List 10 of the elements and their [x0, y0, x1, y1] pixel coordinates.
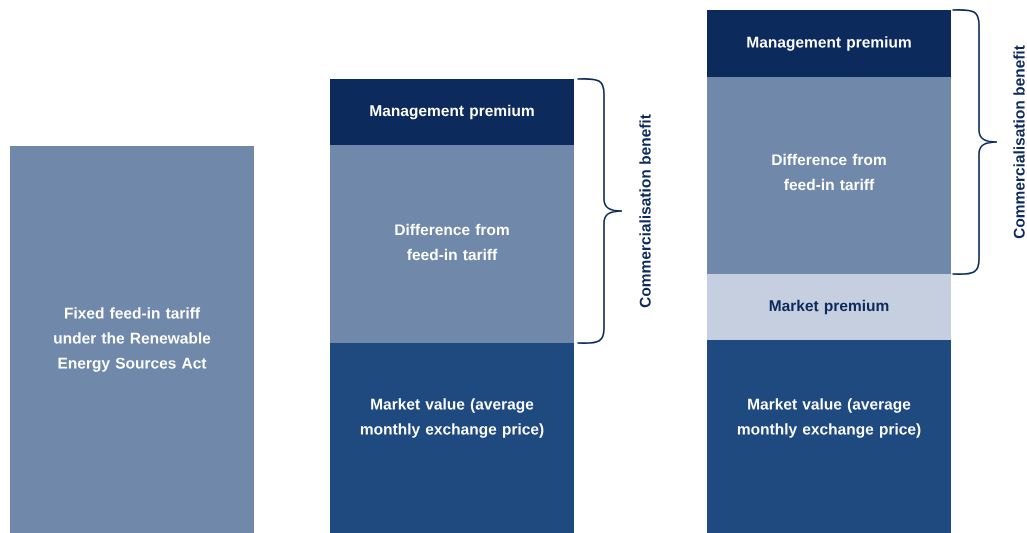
- bar-segment: Management premium: [707, 10, 951, 77]
- bar-segment: Difference from feed-in tariff: [707, 77, 951, 274]
- bar-segment: Market premium: [707, 274, 951, 340]
- bar-segment: Market value (average monthly exchange price): [707, 340, 951, 533]
- brace-label: Commercialisation benefit: [639, 114, 651, 308]
- brace-label: Commercialisation benefit: [1013, 45, 1025, 239]
- bar-segment: Management premium: [330, 79, 574, 145]
- bar-segment: Fixed feed-in tariff under the Renewable Energy Sources Act: [10, 146, 254, 533]
- bar-segment: Market value (average monthly exchange price): [330, 343, 574, 533]
- bar-segment: Difference from feed-in tariff: [330, 145, 574, 343]
